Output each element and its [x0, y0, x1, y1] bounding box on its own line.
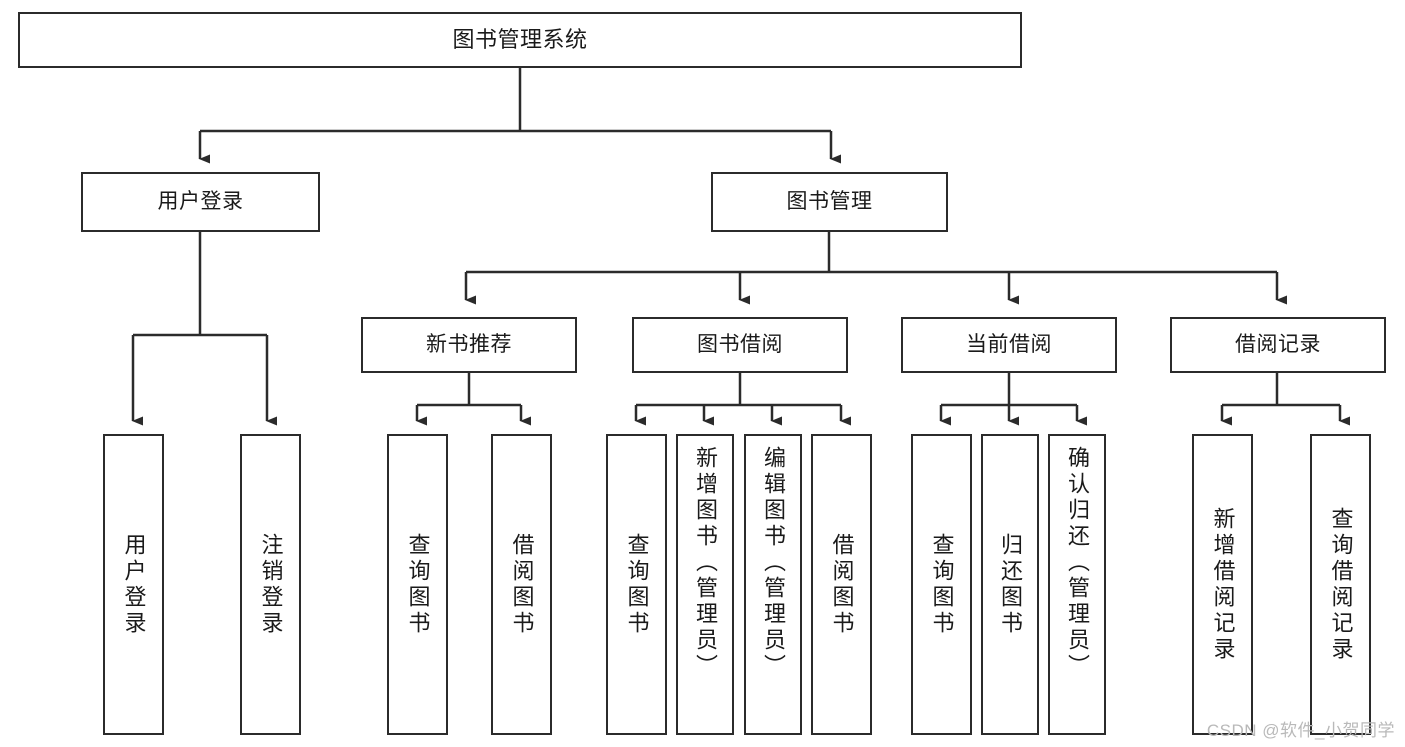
node-book-management[interactable]: 图书管理	[711, 172, 948, 232]
leaf-book-borrow-add-book-admin[interactable]: 新增图书（管理员）	[676, 434, 734, 735]
node-label: 新书推荐	[426, 333, 512, 357]
node-label: 用户登录	[121, 532, 147, 637]
leaf-user-login-logout[interactable]: 注销登录	[240, 434, 301, 735]
node-user-login[interactable]: 用户登录	[81, 172, 320, 232]
leaf-book-borrow-query-books[interactable]: 查询图书	[606, 434, 667, 735]
leaf-borrow-record-add-record[interactable]: 新增借阅记录	[1192, 434, 1253, 735]
leaf-new-book-query-books[interactable]: 查询图书	[387, 434, 448, 735]
node-label: 编辑图书（管理员）	[761, 446, 786, 680]
node-current-borrow[interactable]: 当前借阅	[901, 317, 1117, 373]
node-label: 借阅图书	[509, 532, 535, 637]
node-label: 用户登录	[157, 190, 244, 214]
node-label: 图书管理	[786, 190, 873, 214]
node-label: 注销登录	[258, 532, 284, 637]
node-label: 图书管理系统	[452, 26, 588, 52]
node-label: 确认归还（管理员）	[1065, 446, 1090, 680]
node-borrow-record[interactable]: 借阅记录	[1170, 317, 1386, 373]
node-label: 查询图书	[929, 532, 955, 637]
node-label: 新增借阅记录	[1210, 506, 1236, 663]
node-label: 归还图书	[998, 532, 1023, 637]
node-label: 图书借阅	[697, 333, 783, 357]
node-label: 当前借阅	[966, 333, 1052, 357]
node-label: 查询图书	[624, 532, 650, 637]
node-label: 借阅图书	[829, 532, 855, 637]
leaf-user-login-login[interactable]: 用户登录	[103, 434, 164, 735]
node-new-book-recommend[interactable]: 新书推荐	[361, 317, 577, 373]
leaf-book-borrow-edit-book-admin[interactable]: 编辑图书（管理员）	[744, 434, 802, 735]
leaf-borrow-record-query-record[interactable]: 查询借阅记录	[1310, 434, 1371, 735]
node-label: 新增图书（管理员）	[693, 446, 718, 680]
node-root-book-management-system[interactable]: 图书管理系统	[18, 12, 1022, 68]
leaf-current-borrow-return-books[interactable]: 归还图书	[981, 434, 1039, 735]
node-label: 借阅记录	[1235, 333, 1321, 357]
leaf-book-borrow-borrow-books[interactable]: 借阅图书	[811, 434, 872, 735]
node-book-borrow[interactable]: 图书借阅	[632, 317, 848, 373]
node-label: 查询图书	[405, 532, 431, 637]
leaf-current-borrow-query-books[interactable]: 查询图书	[911, 434, 972, 735]
leaf-current-borrow-confirm-return-admin[interactable]: 确认归还（管理员）	[1048, 434, 1106, 735]
leaf-new-book-borrow-books[interactable]: 借阅图书	[491, 434, 552, 735]
node-label: 查询借阅记录	[1328, 506, 1354, 663]
